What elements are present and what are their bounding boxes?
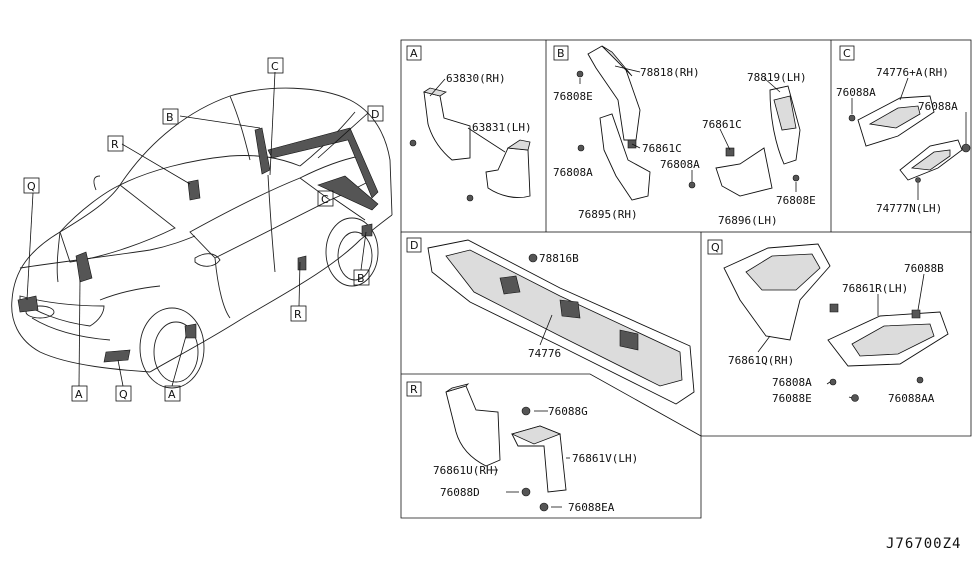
label-63830: 63830(RH) <box>446 72 506 85</box>
label-76861v: 76861V(LH) <box>572 452 638 465</box>
callout-q-bottom: Q <box>115 385 132 402</box>
callout-c-top-label: C <box>271 60 279 73</box>
callout-c-side: C <box>317 190 334 207</box>
callout-d: D <box>367 105 384 122</box>
label-63831: 63831(LH) <box>472 121 532 134</box>
panel-b-letter: B <box>557 47 565 60</box>
label-76861u: 76861U(RH) <box>433 464 499 477</box>
label-76808a-b: 76808A <box>660 158 700 171</box>
label-74777n: 74777N(LH) <box>876 202 942 215</box>
label-76088d: 76088D <box>440 486 480 499</box>
bracket-76861u-part <box>445 385 501 467</box>
callout-r-top-label: R <box>111 138 119 151</box>
label-76088ea: 76088EA <box>568 501 615 514</box>
callout-a-left-label: A <box>75 388 83 401</box>
mud-guard-76895-part <box>599 113 651 201</box>
label-76861c-b: 76861C <box>642 142 682 155</box>
panel-d: D 78816B 74776 <box>406 237 695 405</box>
label-76861c-a: 76861C <box>702 118 742 131</box>
panel-r-letter: R <box>410 383 418 396</box>
label-76088e: 76088E <box>772 392 812 405</box>
panel-q-letter: Q <box>711 241 720 254</box>
callout-r-side-label: R <box>294 308 302 321</box>
label-78818: 78818(RH) <box>640 66 700 79</box>
callout-q-top: Q <box>23 177 40 194</box>
callout-d-label: D <box>371 108 379 121</box>
callout-r-side: R <box>290 305 307 322</box>
label-76808a-a: 76808A <box>553 166 593 179</box>
label-76808e-a: 76808E <box>553 90 593 103</box>
mud-flap-lh-part <box>485 147 531 199</box>
mud-guard-76896-part <box>715 147 773 197</box>
panel-b: B 78818(RH) 76808E 78819(LH) 76861C 7686… <box>553 45 816 227</box>
label-78819: 78819(LH) <box>747 71 807 84</box>
label-76896: 76896(LH) <box>718 214 778 227</box>
label-76088a-b: 76088A <box>918 100 958 113</box>
label-76088g: 76088G <box>548 405 588 418</box>
label-76088a-a: 76088A <box>836 86 876 99</box>
panel-c: C 74776+A(RH) 76088A 76088A 74777N(LH) <box>836 45 971 215</box>
panel-q: Q 76088B 76861R(LH) 76861Q(RH) 76808A 76… <box>707 239 949 405</box>
callout-b-top-label: B <box>166 111 174 124</box>
panel-a-letter: A <box>410 47 418 60</box>
panel-a: A 63830(RH) 63831(LH) <box>406 45 532 202</box>
callout-a-right-label: A <box>168 388 176 401</box>
callout-c-top: C <box>267 57 284 74</box>
car-callouts: C B D R Q C B R <box>23 57 384 402</box>
callout-b-top: B <box>162 108 179 125</box>
callout-r-top: R <box>107 135 124 152</box>
diagram-code: J76700Z4 <box>886 536 961 552</box>
callout-c-side-label: C <box>321 193 329 206</box>
label-76088aa: 76088AA <box>888 392 935 405</box>
callout-q-top-label: Q <box>27 180 36 193</box>
panel-c-letter: C <box>843 47 851 60</box>
callout-q-bottom-label: Q <box>119 388 128 401</box>
panel-frames <box>400 39 972 519</box>
callout-a-right: A <box>164 385 181 402</box>
callout-b-side: B <box>353 269 370 286</box>
callout-b-side-label: B <box>357 272 365 285</box>
panel-r: R 76088G 76861U(RH) 76861V(LH) 76088D 76… <box>406 381 638 514</box>
car-illustration <box>11 87 393 389</box>
mud-flap-rh-part <box>423 91 471 161</box>
label-76808e-b: 76808E <box>776 194 816 207</box>
label-76861r: 76861R(LH) <box>842 282 908 295</box>
label-76861q: 76861Q(RH) <box>728 354 794 367</box>
label-74776a: 74776+A(RH) <box>876 66 949 79</box>
label-74776: 74776 <box>528 347 561 360</box>
label-76088b: 76088B <box>904 262 944 275</box>
label-78816b: 78816B <box>539 252 579 265</box>
car-leader-lines <box>26 71 369 387</box>
label-76895: 76895(RH) <box>578 208 638 221</box>
label-76808a-q: 76808A <box>772 376 812 389</box>
panel-d-letter: D <box>410 239 418 252</box>
callout-a-left: A <box>71 385 88 402</box>
